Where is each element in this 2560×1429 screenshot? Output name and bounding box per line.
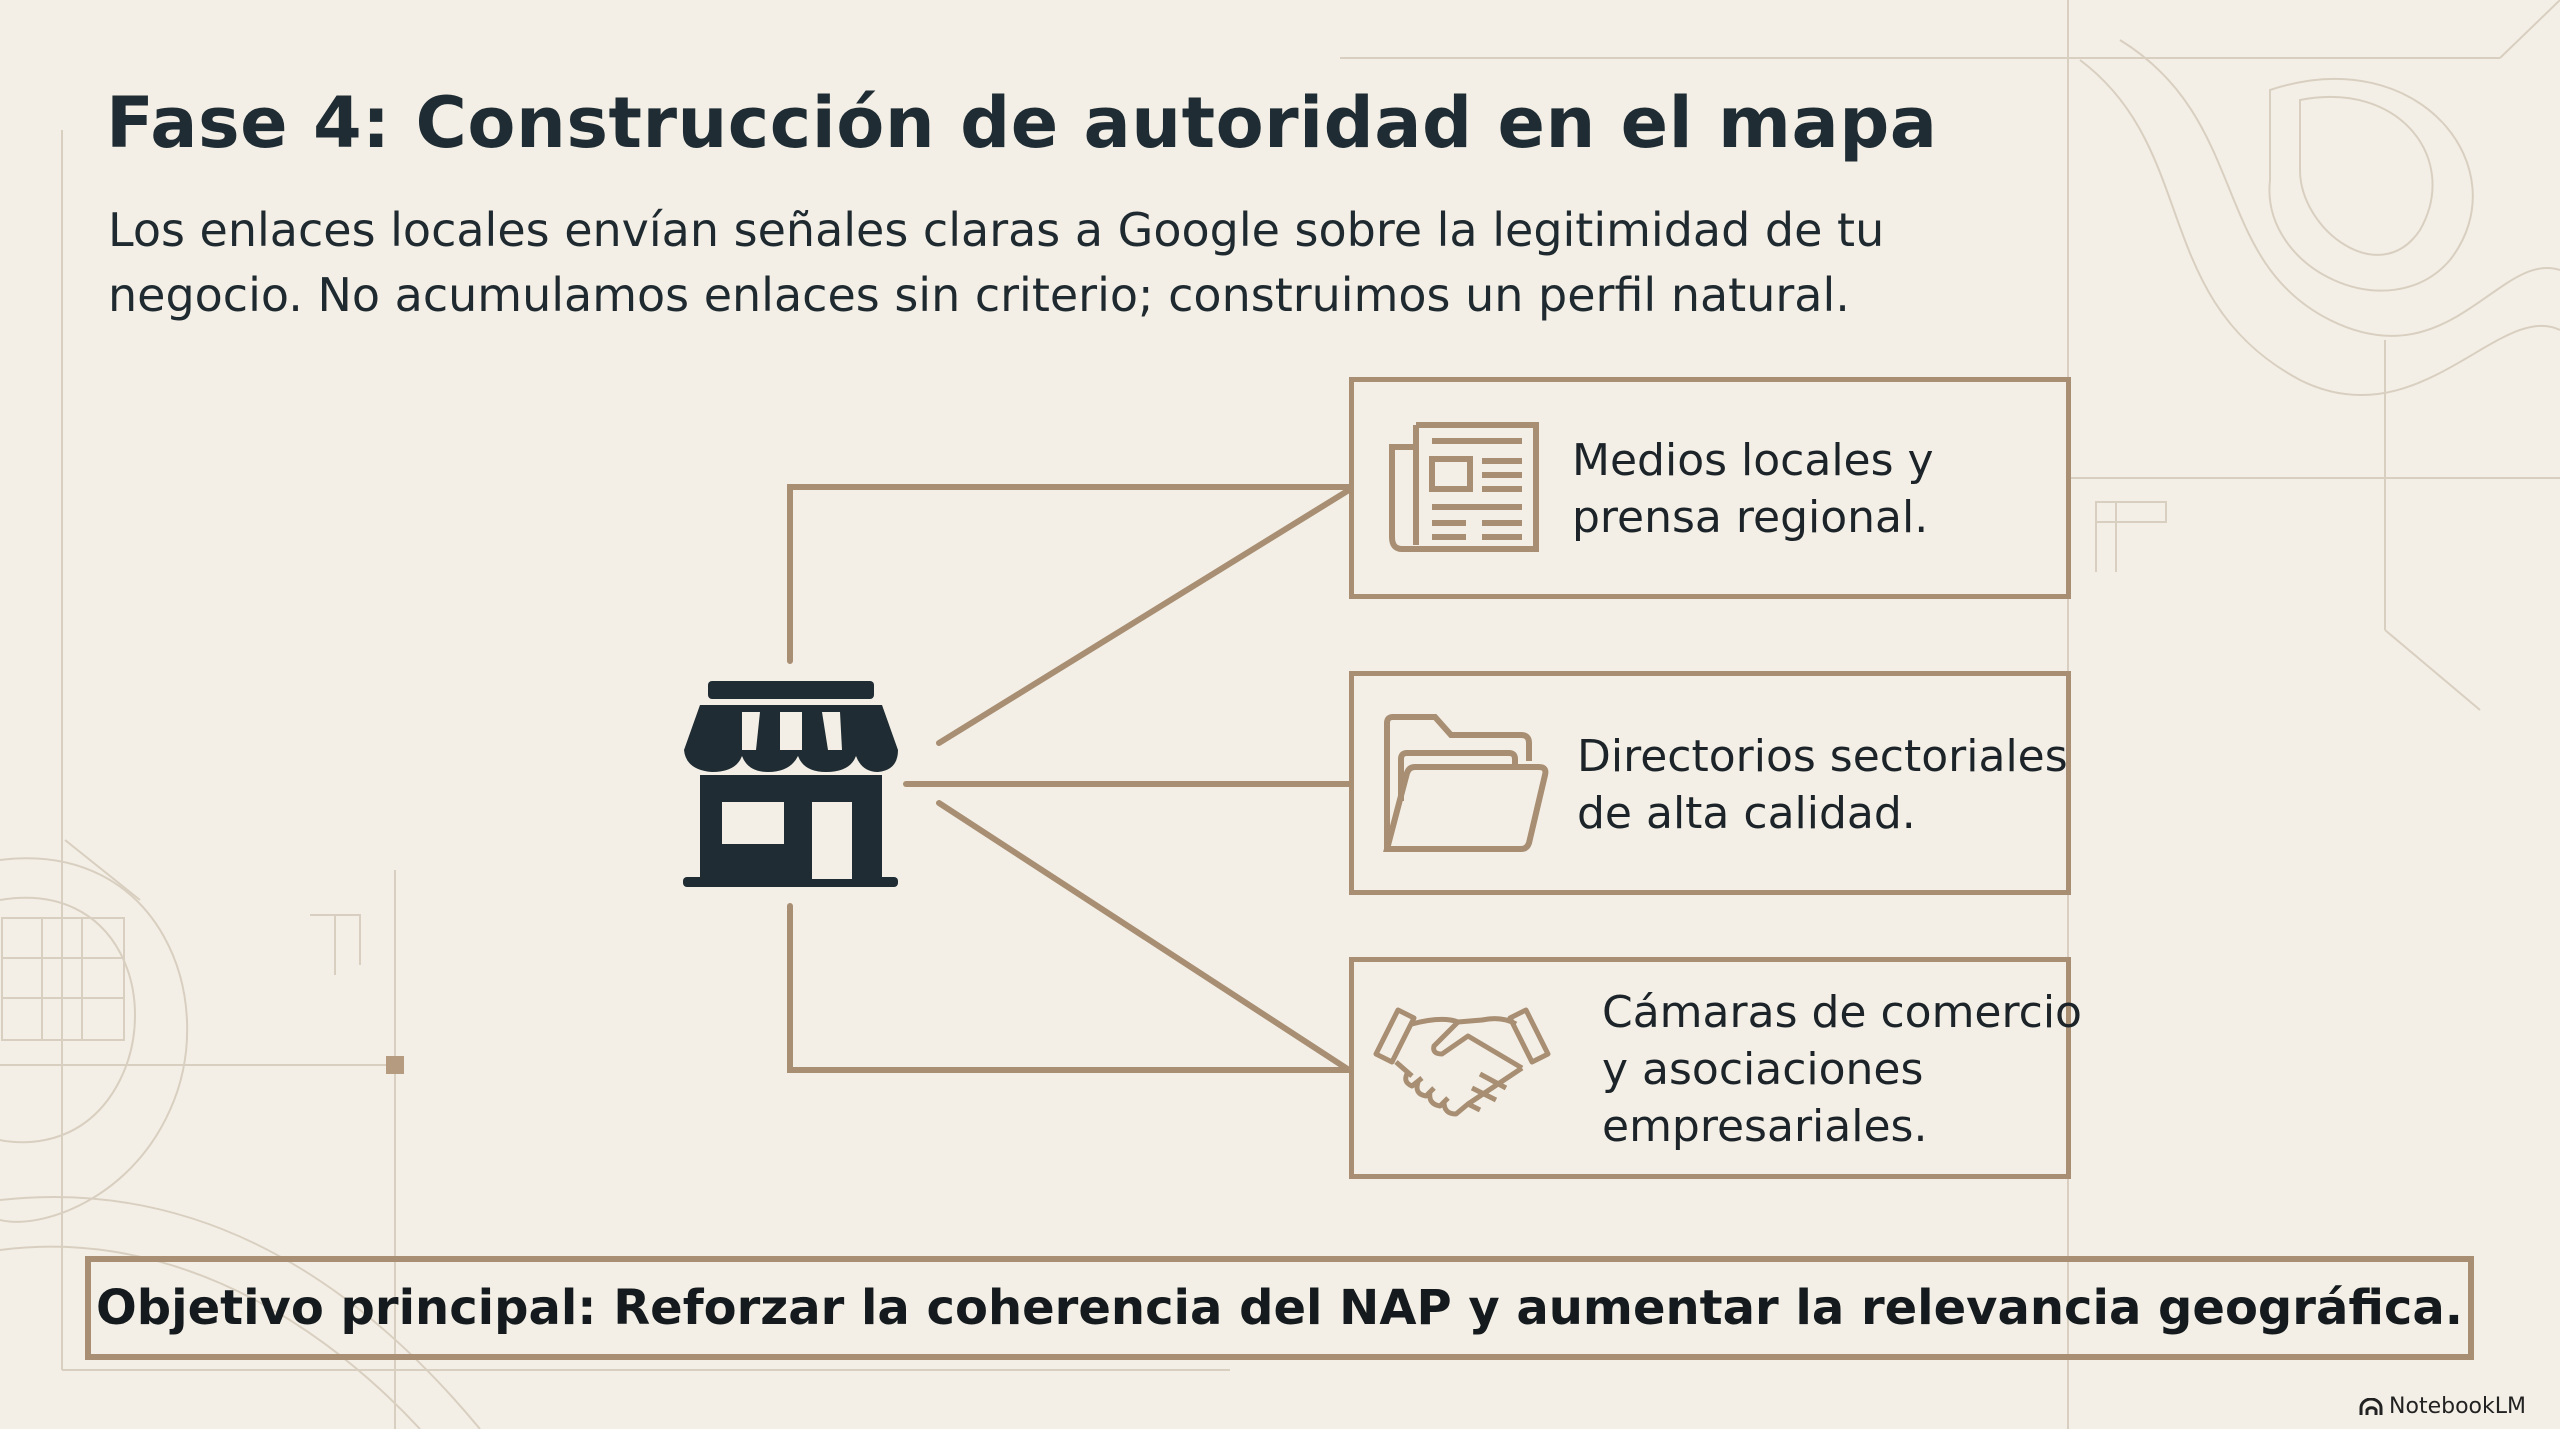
page-subtitle: Los enlaces locales envían señales clara…	[108, 198, 1908, 328]
handshake-icon	[1373, 1007, 1551, 1117]
objective-text: Objetivo principal: Reforzar la coherenc…	[95, 1280, 2464, 1336]
card-local-media: Medios locales y prensa regional.	[1349, 377, 2071, 599]
card-text-line: Medios locales y	[1572, 435, 1934, 486]
card-text-line: Cámaras de comercio	[1602, 987, 2082, 1038]
card-text-line: y asociaciones	[1602, 1044, 1924, 1095]
page-title: Fase 4: Construcción de autoridad en el …	[106, 82, 1938, 164]
card-text-line: de alta calidad.	[1577, 788, 1916, 839]
card-text-line: empresariales.	[1602, 1101, 1928, 1152]
notebooklm-brand: NotebookLM	[2359, 1394, 2526, 1419]
connector-lines	[787, 484, 1352, 1073]
subtitle-line: negocio. No acumulamos enlaces sin crite…	[108, 268, 1850, 322]
card-text-line: prensa regional.	[1572, 492, 1929, 543]
card-text-line: Directorios sectoriales	[1577, 731, 2068, 782]
newspaper-icon	[1389, 422, 1539, 552]
objective-banner: Objetivo principal: Reforzar la coherenc…	[85, 1256, 2474, 1360]
brand-label: NotebookLM	[2389, 1394, 2526, 1419]
card-directories: Directorios sectoriales de alta calidad.	[1349, 671, 2071, 895]
card-chambers: Cámaras de comercio y asociaciones empre…	[1349, 957, 2082, 1179]
storefront-icon	[683, 681, 898, 887]
notebooklm-logo-icon	[2359, 1397, 2383, 1415]
folder-icon	[1383, 714, 1549, 852]
subtitle-line: Los enlaces locales envían señales clara…	[108, 203, 1885, 257]
